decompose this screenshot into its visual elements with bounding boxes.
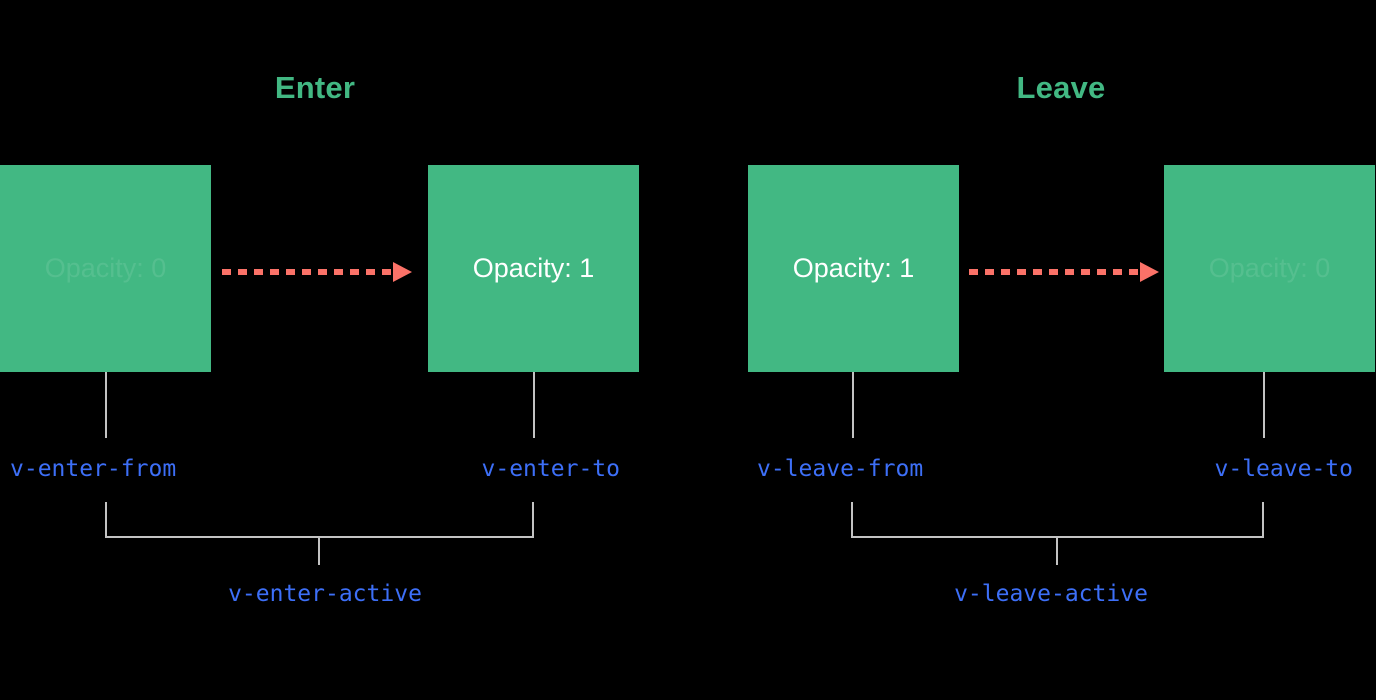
enter-from-opacity-label: Opacity: 0 [44, 253, 167, 283]
enter-arrow-head-icon [393, 262, 412, 282]
enter-from-state-box: Opacity: 0 [0, 165, 211, 372]
enter-active-bracket [105, 502, 534, 538]
enter-active-bracket-stem [318, 538, 320, 565]
leave-active-bracket [851, 502, 1264, 538]
enter-from-leader-line [105, 372, 107, 438]
enter-to-opacity-label: Opacity: 1 [472, 253, 595, 283]
leave-to-leader-line [1263, 372, 1265, 438]
enter-to-state-box: Opacity: 1 [428, 165, 639, 372]
enter-phase-heading: Enter [274, 70, 356, 105]
leave-transition-arrow [969, 262, 1159, 282]
leave-active-class-label: v-leave-active [954, 581, 1148, 607]
leave-from-opacity-label: Opacity: 1 [792, 253, 915, 283]
leave-from-leader-line [852, 372, 854, 438]
leave-to-class-label: v-leave-to [1214, 456, 1353, 482]
leave-phase-heading: Leave [1016, 70, 1106, 105]
enter-arrow-dashed-line [222, 269, 394, 275]
leave-to-state-box: Opacity: 0 [1164, 165, 1375, 372]
enter-to-class-label: v-enter-to [481, 456, 620, 482]
enter-transition-arrow [222, 262, 412, 282]
leave-arrow-dashed-line [969, 269, 1141, 275]
leave-active-bracket-stem [1056, 538, 1058, 565]
leave-arrow-head-icon [1140, 262, 1159, 282]
enter-from-class-label: v-enter-from [10, 456, 177, 482]
enter-active-class-label: v-enter-active [228, 581, 422, 607]
enter-to-leader-line [533, 372, 535, 438]
leave-from-state-box: Opacity: 1 [748, 165, 959, 372]
leave-to-opacity-label: Opacity: 0 [1208, 253, 1331, 283]
leave-from-class-label: v-leave-from [757, 456, 924, 482]
